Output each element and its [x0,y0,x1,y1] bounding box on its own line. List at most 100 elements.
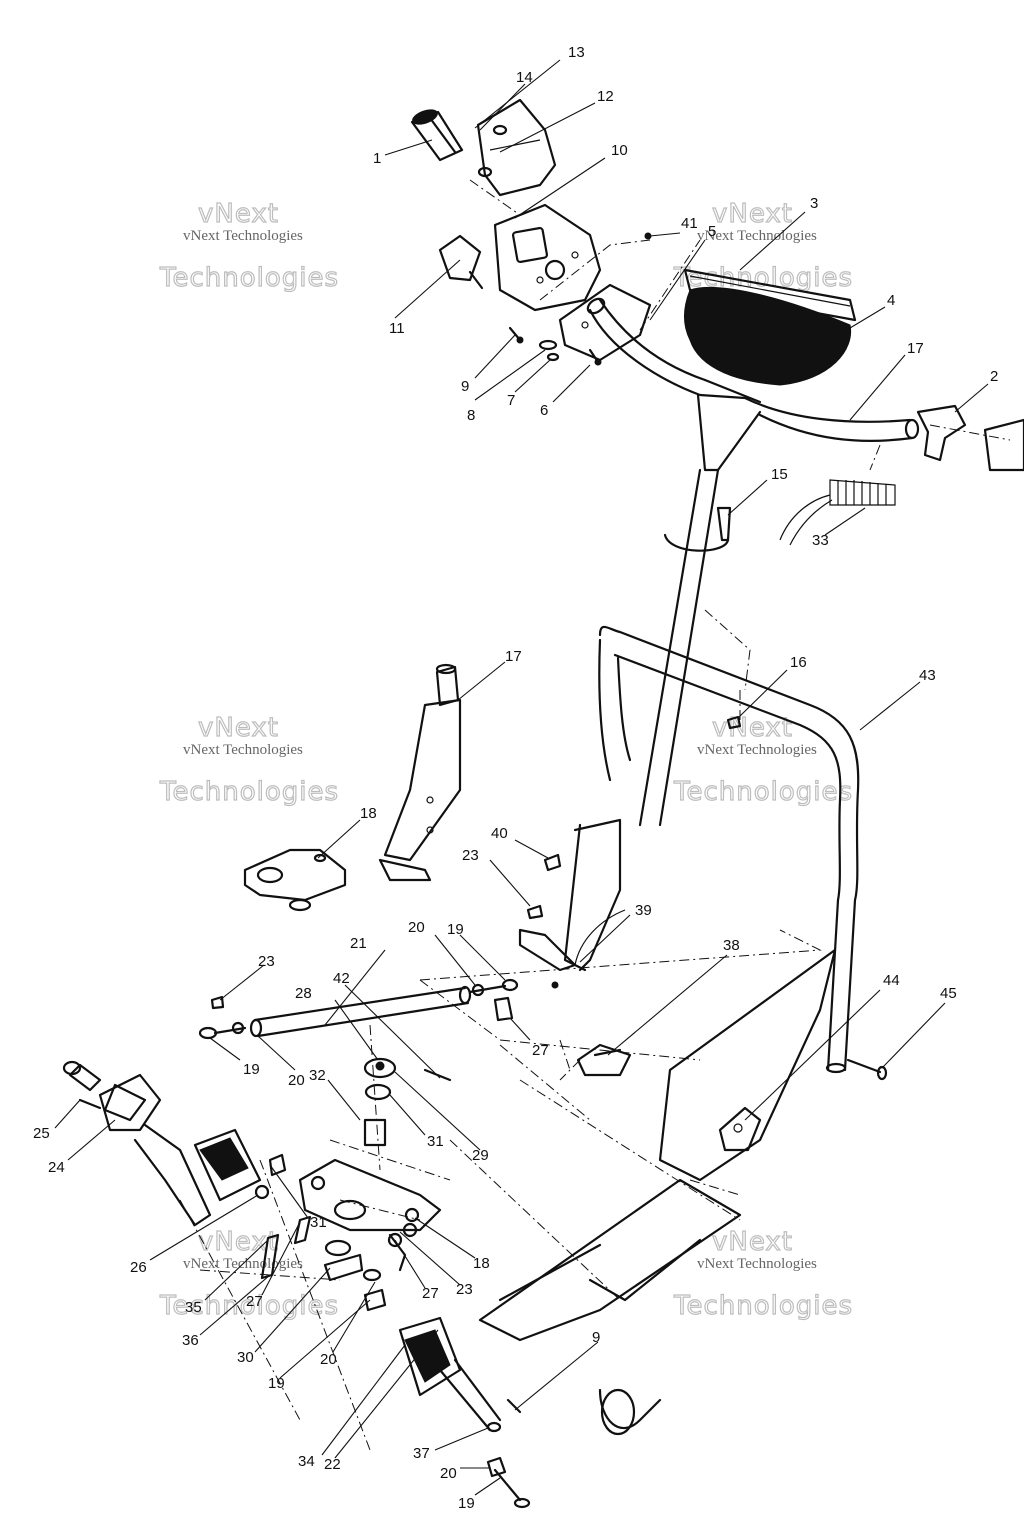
callout-28: 28 [295,985,312,1002]
callout-10: 10 [611,142,628,159]
callout-17-shaft: 17 [505,648,522,665]
watermark-top-left: vNext vNext Technologies Technologies [158,198,338,293]
callout-23-top: 23 [462,847,479,864]
watermark-group: vNext vNext Technologies Technologies vN… [158,198,853,1321]
callout-3: 3 [810,195,818,212]
callout-24: 24 [48,1159,65,1176]
callout-16: 16 [790,654,807,671]
watermark-mid-left: vNext vNext Technologies Technologies [158,712,339,807]
callout-42: 42 [333,970,350,987]
callout-13: 13 [568,44,585,61]
callout-17-top: 17 [907,340,924,357]
callout-19-top: 19 [447,921,464,938]
watermark-small: vNext Technologies [697,742,817,758]
callout-20-low: 20 [320,1351,337,1368]
callout-18-plate: 18 [360,805,377,822]
chassis-panel [478,948,837,1342]
lower-frame-axle [398,1316,662,1509]
watermark-big-1: vNext [198,199,279,229]
callout-31-mid: 31 [427,1133,444,1150]
callout-6: 6 [540,402,548,419]
watermark-big-2: Technologies [673,777,853,807]
watermark-big-2: Technologies [159,1291,339,1321]
callout-9-top: 9 [461,378,469,395]
bolt-part-27 [493,996,514,1022]
watermark-big-2: Technologies [159,777,339,807]
watermark-top-right: vNext vNext Technologies Technologies [672,198,852,293]
watermark-big-1: vNext [198,713,279,743]
lower-shaft-part-17 [378,663,462,882]
callout-41: 41 [681,215,698,232]
watermark-small: vNext Technologies [697,228,817,244]
spindle-part-26 [193,1128,270,1202]
callout-45: 45 [940,985,957,1002]
watermark-big-1: vNext [712,1227,793,1257]
callout-39: 39 [635,902,652,919]
bolt-part-15 [716,506,732,542]
callout-27-right: 27 [422,1285,439,1302]
callout-33: 33 [812,532,829,549]
callout-19-left: 19 [243,1061,260,1078]
coil-cable-part-33 [779,479,896,546]
plate-part-18 [243,848,347,912]
callout-9-low: 9 [592,1329,600,1346]
callout-30: 30 [237,1349,254,1366]
watermark-bottom-right: vNext vNext Technologies Technologies [672,1226,852,1321]
handlebar-part-17 [586,297,920,472]
switch-housing-part-10 [493,203,602,312]
assembly-guide-lines [179,179,1011,1451]
callout-19-low: 19 [268,1375,285,1392]
callout-25: 25 [33,1125,50,1142]
callout-44: 44 [883,972,900,989]
callout-18-arm: 18 [473,1255,490,1272]
pad-part-3-4 [683,268,857,386]
watermark-small: vNext Technologies [183,742,303,758]
callout-32: 32 [309,1067,326,1084]
callout-11: 11 [389,320,405,337]
parts-artwork [62,98,1024,1509]
callout-5: 5 [708,223,716,240]
tie-rod-part-21 [198,978,519,1040]
callout-23-low: 23 [456,1281,473,1298]
callout-7: 7 [507,392,515,409]
callout-15: 15 [771,466,788,483]
callout-23-left: 23 [258,953,275,970]
callout-27-mid: 27 [532,1042,549,1059]
bolt-part-45 [846,1058,888,1081]
mount-plate-part-5 [558,283,652,362]
callout-12: 12 [597,88,614,105]
small-hardware-mid [526,715,742,989]
bracket-part-12 [476,98,557,197]
clip-part-38 [576,1043,632,1077]
callout-14: 14 [516,69,533,86]
callout-37: 37 [413,1445,430,1462]
callout-40: 40 [491,825,508,842]
callout-4: 4 [887,292,895,309]
watermark-mid-right: vNext vNext Technologies Technologies [672,712,853,807]
callout-20-bottom: 20 [440,1465,457,1482]
grip-part-1 [410,109,464,162]
callout-1: 1 [373,150,381,167]
callout-34: 34 [298,1453,315,1470]
callout-labels: 13 14 12 1 10 3 41 5 11 4 17 9 8 7 6 2 1… [33,44,998,1512]
callout-20-left: 20 [288,1072,305,1089]
lever-part-2 [916,404,1024,472]
steering-column [518,468,730,972]
callout-38: 38 [723,937,740,954]
frame-loop-part-43 [598,625,860,1074]
watermark-small: vNext Technologies [183,228,303,244]
steering-arm-part-18 [298,1158,442,1232]
grommet-part-44 [718,1106,762,1152]
callout-21: 21 [350,935,367,952]
callout-19-bottom: 19 [458,1495,475,1512]
callout-36: 36 [182,1332,199,1349]
knuckle-part-24 [62,1060,212,1227]
callout-22: 22 [324,1456,341,1473]
callout-29: 29 [472,1147,489,1164]
watermark-big-1: vNext [712,199,793,229]
callout-31-low: 31 [310,1214,327,1231]
callout-20-top: 20 [408,919,425,936]
callout-8: 8 [467,407,475,424]
leader-lines [54,59,989,1496]
callout-26: 26 [130,1259,147,1276]
